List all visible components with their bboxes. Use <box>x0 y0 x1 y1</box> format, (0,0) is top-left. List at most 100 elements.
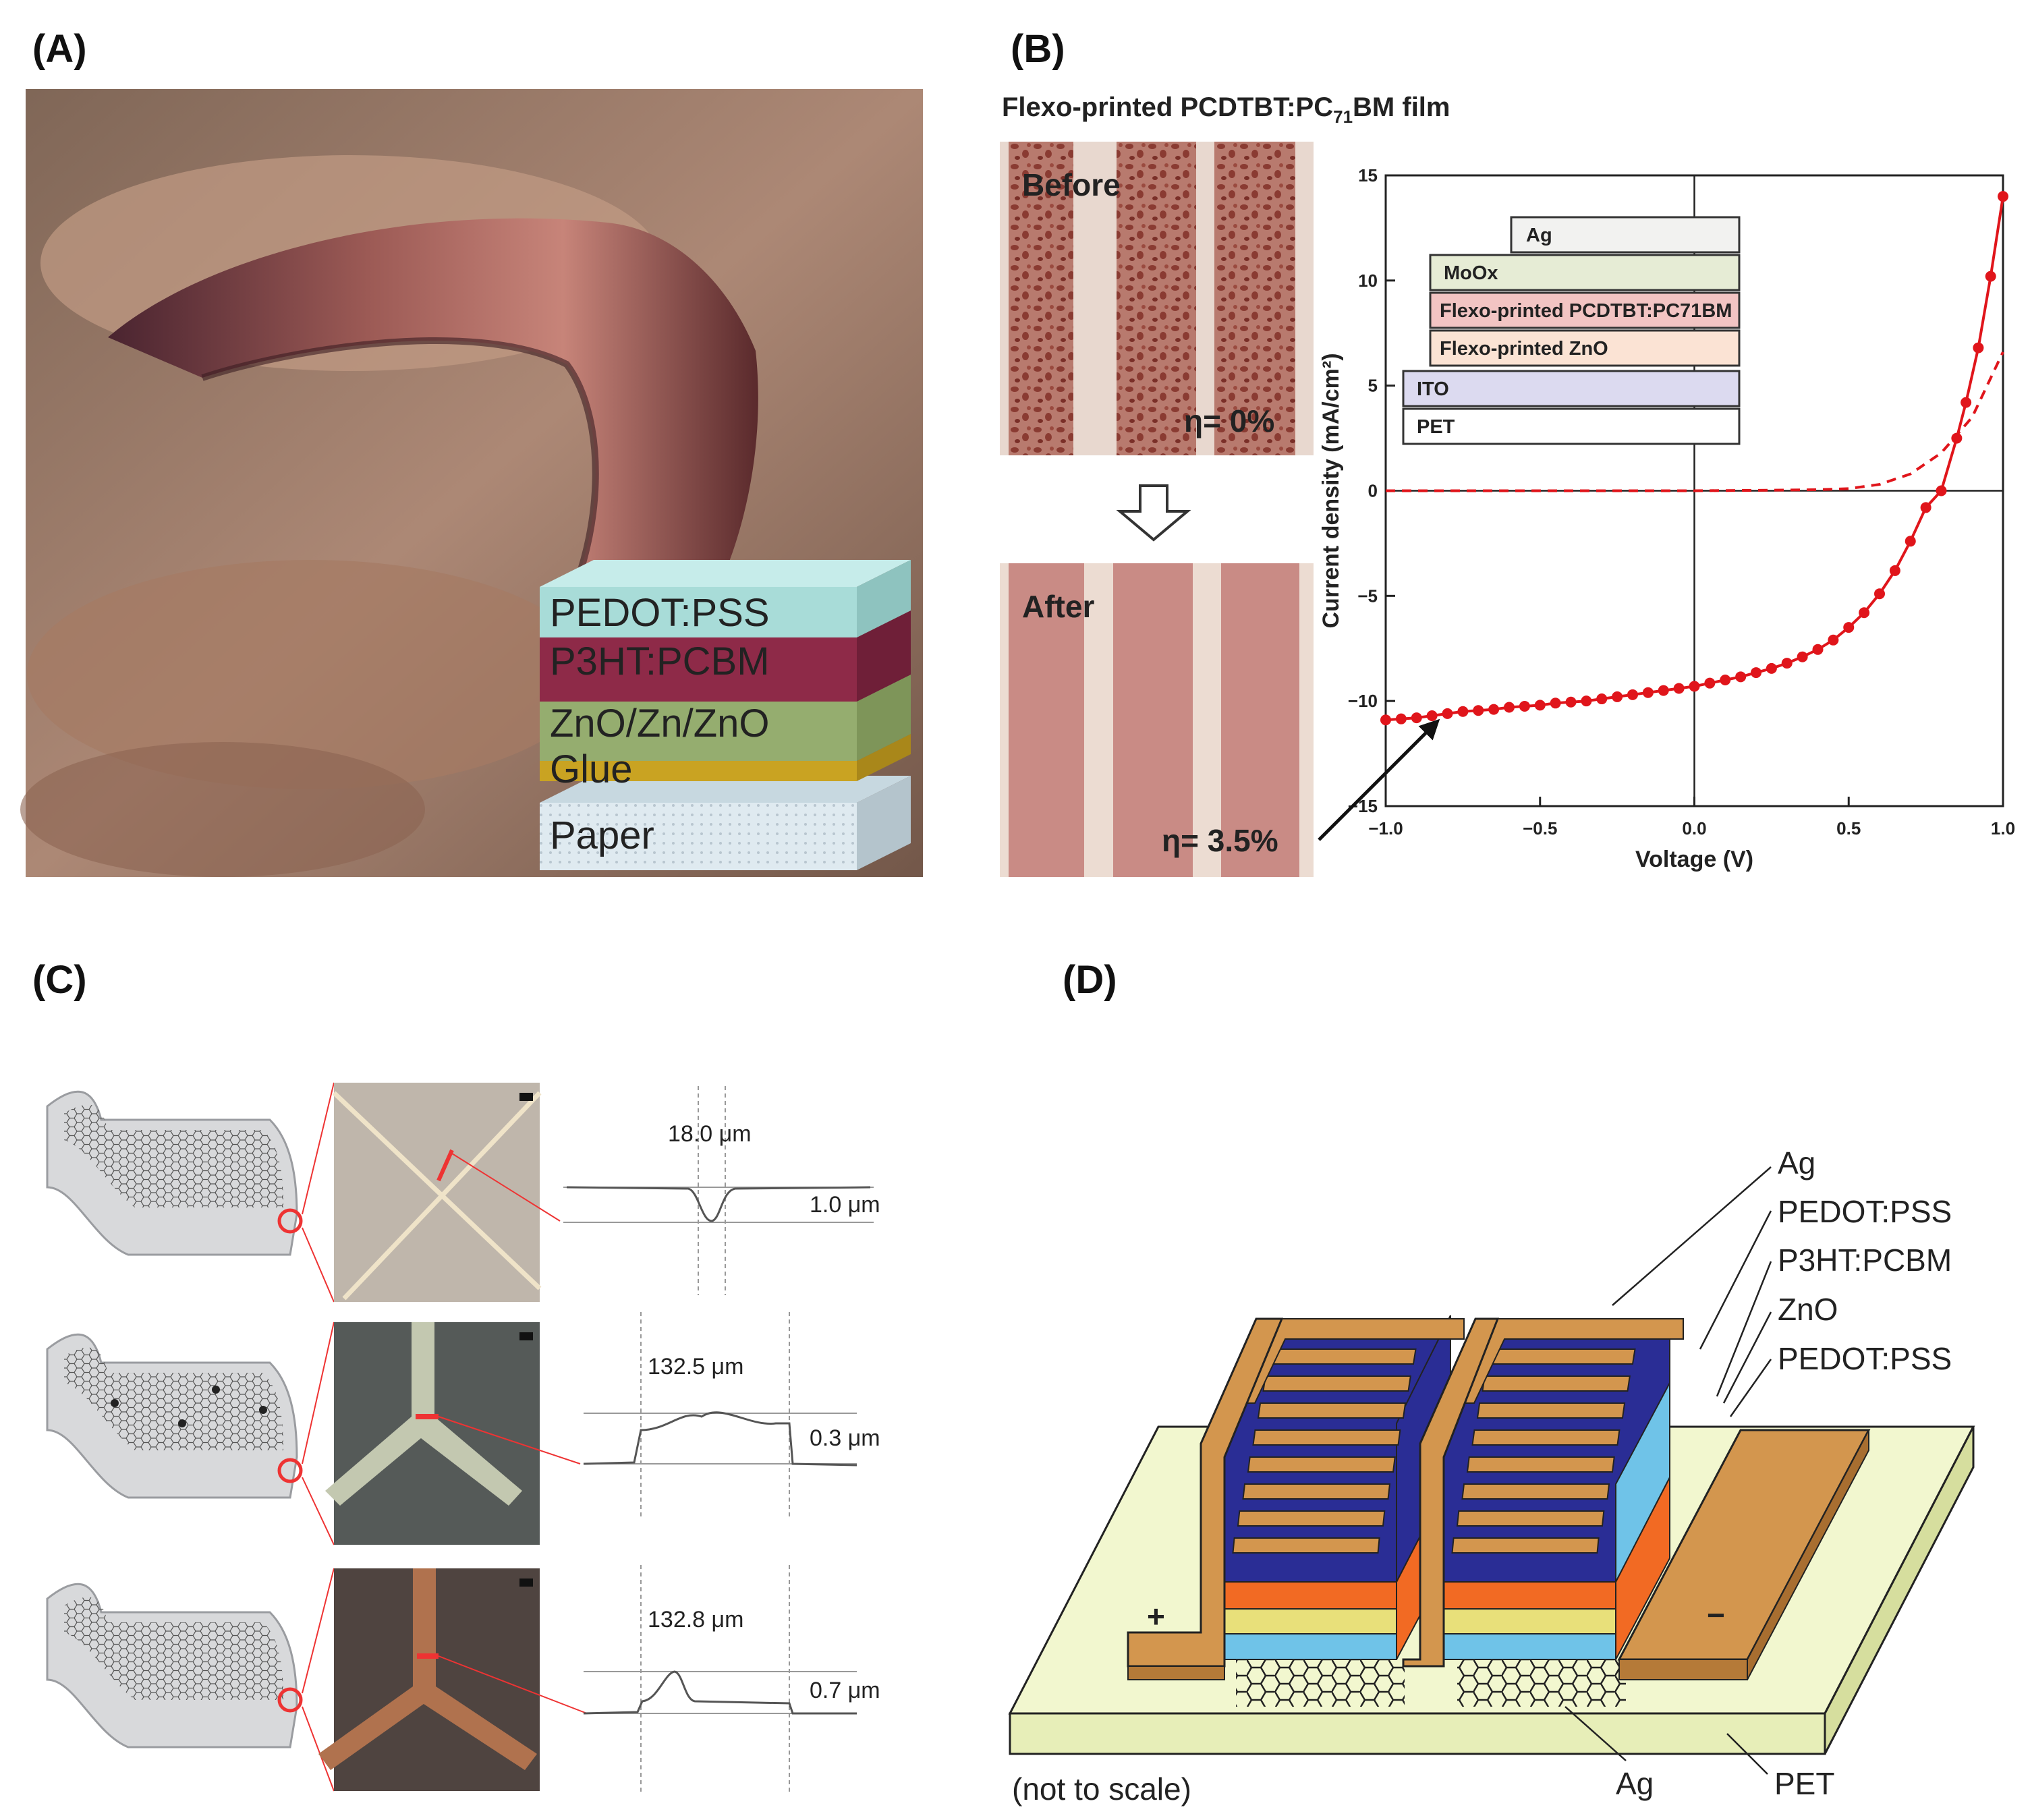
label-pedot-pss-top: PEDOT:PSS <box>1778 1194 1952 1229</box>
minus-terminal-pad: − <box>1617 1429 1871 1680</box>
jv-data-point <box>1504 702 1515 713</box>
jv-data-point <box>1961 397 1972 408</box>
jv-data-point <box>1658 685 1669 696</box>
panel-c-row-3: 132.8 μm 0.7 μm <box>46 1565 880 1794</box>
panel-a: (A) PEDOT:PSS P3HT:PCBM ZnO <box>20 27 923 877</box>
minus-terminal: − <box>1707 1597 1725 1632</box>
film-title: Flexo-printed PCDTBT:PC71BM film <box>1002 92 1450 127</box>
label-ag-top: Ag <box>1778 1145 1815 1181</box>
stack-zno: Flexo-printed ZnO <box>1440 338 1608 360</box>
panel-c: (C) 18.0 μm 1.0 μm <box>32 958 880 1794</box>
ag-finger <box>1451 1537 1600 1554</box>
down-arrow-icon <box>1116 484 1191 542</box>
layer-stack-3d: PEDOT:PSS P3HT:PCBM ZnO/Zn/ZnO Glue Pape… <box>540 560 911 870</box>
layer-zno: ZnO/Zn/ZnO <box>550 702 770 745</box>
ag-finger <box>1267 1348 1417 1365</box>
cell-right <box>1402 1317 1684 1668</box>
y-tick-label: 5 <box>1368 376 1378 396</box>
jv-data-point <box>1936 485 1947 496</box>
ag-grid-left <box>1236 1659 1405 1707</box>
label-ag-bottom: Ag <box>1616 1766 1654 1801</box>
jv-data-point <box>1534 700 1546 711</box>
label-p3ht-pcbm: P3HT:PCBM <box>1778 1243 1952 1278</box>
panel-d: (D) + <box>1008 958 1975 1807</box>
panel-c-label: (C) <box>32 958 87 1002</box>
stack-ito: ITO <box>1417 378 1449 400</box>
panel-d-label: (D) <box>1063 958 1117 1002</box>
layer-glue: Glue <box>550 747 633 791</box>
jv-data-point <box>1473 705 1484 716</box>
ag-finger <box>1242 1483 1391 1500</box>
jv-data-point <box>1673 683 1685 694</box>
stack-pet: PET <box>1417 416 1455 438</box>
row-2-height: 0.3 μm <box>810 1425 880 1451</box>
jv-data-point <box>1519 700 1530 712</box>
pointer-arrow <box>1318 718 1440 841</box>
plus-terminal: + <box>1147 1599 1165 1634</box>
ag-finger <box>1262 1375 1411 1392</box>
y-tick-label: 15 <box>1358 165 1378 186</box>
after-image: After η= 3.5% <box>1000 563 1314 877</box>
jv-data-point <box>1985 271 1996 282</box>
ag-finger <box>1471 1429 1620 1446</box>
ag-grid-right <box>1457 1659 1626 1707</box>
jv-data-point <box>1426 710 1438 721</box>
stack-active-layer: Flexo-printed PCDTBT:PC71BM <box>1440 300 1732 322</box>
jv-data-point <box>1766 662 1777 674</box>
jv-data-point <box>1550 698 1561 709</box>
x-axis-label: Voltage (V) <box>1635 847 1753 872</box>
stack-ag: Ag <box>1526 225 1552 246</box>
x-tick-label: −1.0 <box>1368 818 1403 838</box>
jv-data-point <box>1565 696 1577 708</box>
not-to-scale-note: (not to scale) <box>1012 1771 1191 1807</box>
profile-1: 18.0 μm 1.0 μm <box>563 1086 880 1295</box>
x-tick-label: 0.0 <box>1682 818 1706 838</box>
jv-data-point <box>1689 681 1700 692</box>
jv-data-point <box>1720 675 1731 685</box>
cell-left: + <box>1127 1315 1465 1680</box>
jv-data-point <box>1828 634 1839 646</box>
ag-finger <box>1247 1456 1396 1473</box>
jv-data-point <box>1457 706 1469 717</box>
chart-series <box>1380 191 2008 726</box>
ag-finger <box>1466 1456 1615 1473</box>
jv-data-point <box>1973 342 1984 353</box>
jv-data-point <box>1874 588 1885 600</box>
ag-finger <box>1456 1510 1605 1527</box>
jv-data-point <box>1951 432 1963 444</box>
leader-lines <box>1564 1166 1772 1775</box>
device-stack-b: Ag MoOx Flexo-printed PCDTBT:PC71BM Flex… <box>1402 216 1741 445</box>
panel-c-row-1: 18.0 μm 1.0 μm <box>46 1082 880 1303</box>
x-tick-label: 1.0 <box>1991 818 2015 838</box>
layer-paper: Paper <box>550 814 654 857</box>
ag-fingers-right <box>1451 1348 1636 1554</box>
panel-b-label: (B) <box>1011 27 1065 71</box>
after-efficiency: η= 3.5% <box>1162 823 1278 858</box>
stack-moox: MoOx <box>1444 262 1498 284</box>
jv-data-point <box>1411 712 1422 724</box>
panel-a-photo <box>20 89 923 877</box>
jv-data-point <box>1920 502 1932 513</box>
y-tick-label: −5 <box>1357 586 1378 606</box>
row-2-width: 132.5 μm <box>648 1354 743 1380</box>
jv-data-point <box>1998 191 2008 202</box>
jv-data-point <box>1905 536 1916 547</box>
layer-p3ht-pcbm: P3HT:PCBM <box>550 639 770 683</box>
label-zno: ZnO <box>1778 1292 1838 1327</box>
label-pet: PET <box>1774 1766 1834 1801</box>
ag-fingers-left <box>1232 1348 1417 1554</box>
jv-data-point <box>1442 708 1453 719</box>
x-tick-label: −0.5 <box>1523 818 1557 838</box>
jv-data-point <box>1843 622 1855 633</box>
before-image: Before η= 0% <box>1000 142 1314 455</box>
jv-data-point <box>1812 644 1824 655</box>
profile-3: 132.8 μm 0.7 μm <box>583 1565 880 1794</box>
jv-data-point <box>1395 713 1407 724</box>
row-1-height: 1.0 μm <box>810 1192 880 1218</box>
jv-data-point <box>1488 704 1500 715</box>
jv-data-point <box>1859 607 1870 619</box>
x-tick-label: 0.5 <box>1836 818 1861 838</box>
row-3-width: 132.8 μm <box>648 1607 743 1632</box>
ag-finger <box>1461 1483 1610 1500</box>
